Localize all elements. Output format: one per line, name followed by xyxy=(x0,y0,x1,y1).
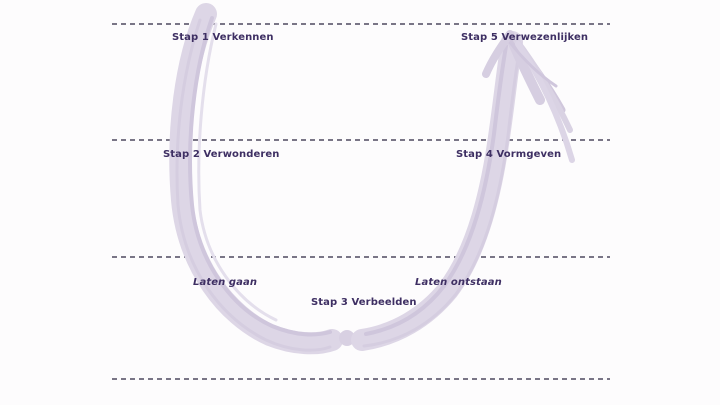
letting-come-annotation: Laten ontstaan xyxy=(415,277,502,288)
u-curve-arrow xyxy=(169,3,575,355)
step-4-label: Stap 4 Vormgeven xyxy=(456,149,562,160)
step-2-label: Stap 2 Verwonderen xyxy=(163,149,280,160)
step-5-label: Stap 5 Verwezenlijken xyxy=(461,32,589,43)
step-3-label: Stap 3 Verbeelden xyxy=(311,297,417,308)
step-1-label: Stap 1 Verkennen xyxy=(172,32,274,43)
letting-go-annotation: Laten gaan xyxy=(193,277,258,288)
